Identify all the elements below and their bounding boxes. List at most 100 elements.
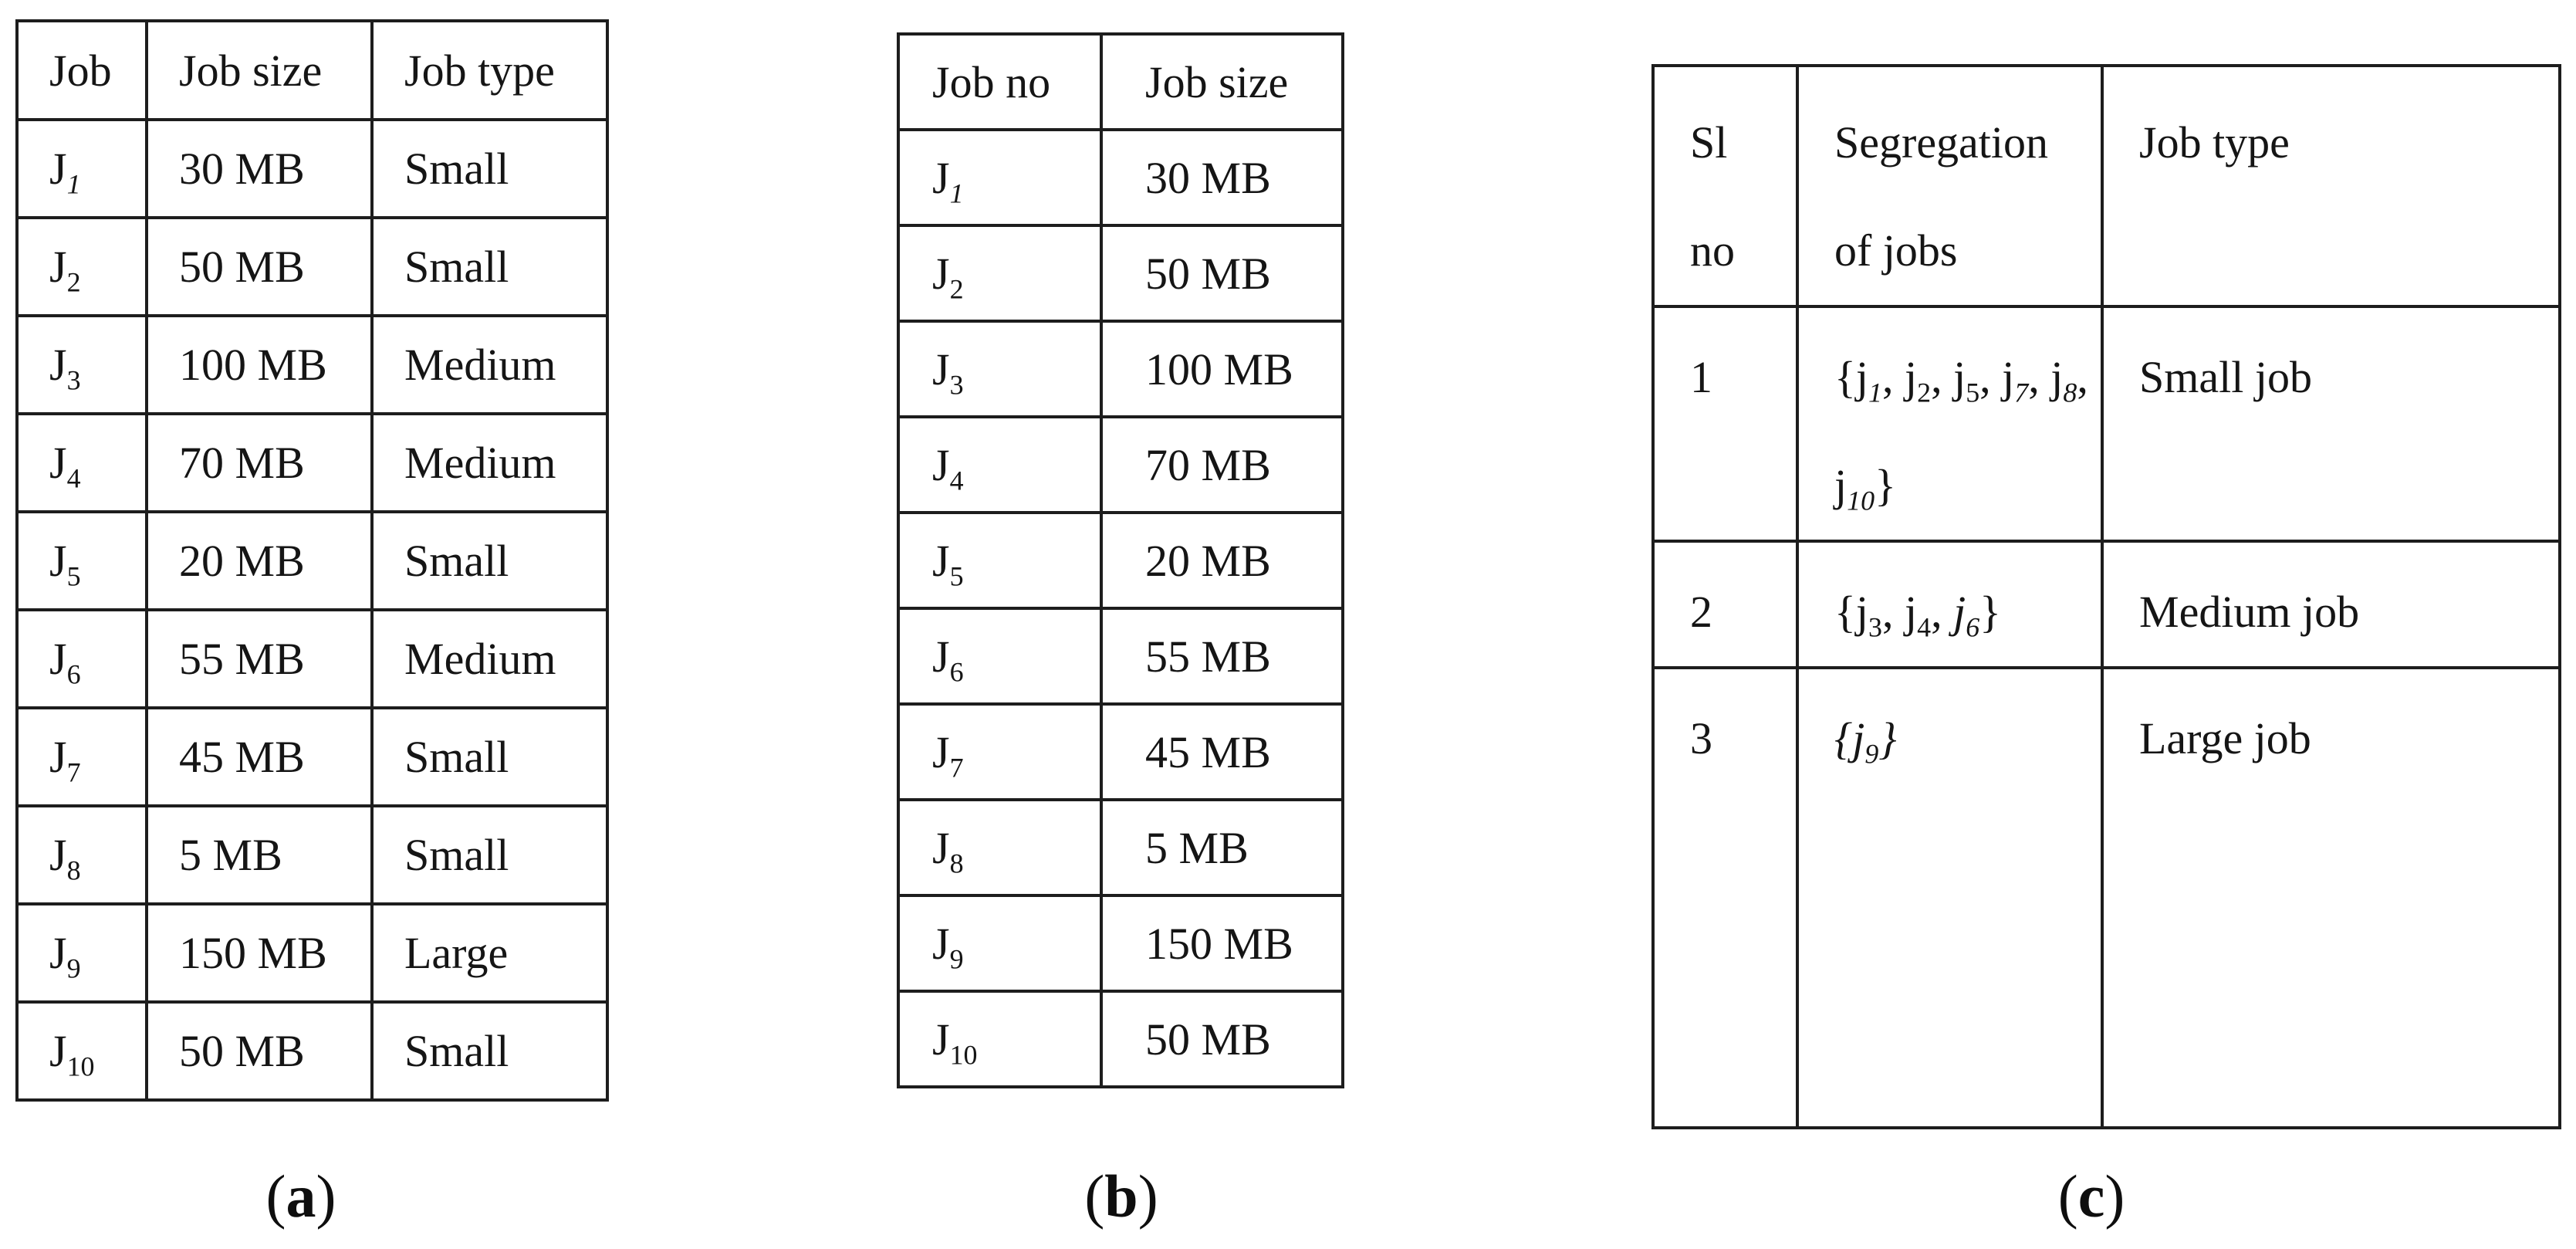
job-token-subscript: 4 <box>1917 611 1932 643</box>
table-b-row: J5 20 MB <box>897 511 1344 610</box>
job-token: j <box>2002 352 2015 402</box>
job-size-cell: 100 MB <box>145 314 374 415</box>
job-token-subscript: 9 <box>1864 738 1879 770</box>
brace-open: { <box>1834 713 1853 763</box>
job-type-cell: Large <box>370 902 609 1004</box>
job-id-subscript: 6 <box>66 658 81 690</box>
separator: , <box>2028 352 2051 402</box>
job-id-base: J <box>49 732 67 782</box>
separator: , <box>1931 352 1954 402</box>
table-b-row: J4 70 MB <box>897 415 1344 514</box>
table-b: Job no Job size J1 30 MB J2 50 MB J3 100… <box>897 32 1344 1088</box>
table-b-row: J8 5 MB <box>897 798 1344 897</box>
job-id-cell: J2 <box>15 216 148 317</box>
job-size-cell: 70 MB <box>145 412 374 513</box>
job-id-cell: J10 <box>897 990 1103 1088</box>
table-a-header-size: Job size <box>145 19 374 121</box>
job-token: j <box>1953 587 1966 637</box>
job-token-subscript: 6 <box>1966 611 1980 643</box>
separator: , <box>1979 352 2003 402</box>
table-c-row: 3 {j9} Large job <box>1651 666 2561 1129</box>
job-id-cell: J3 <box>15 314 148 415</box>
job-type-cell: Small job <box>2101 305 2561 543</box>
separator: , <box>1931 587 1954 637</box>
table-c-header-jobtype: Job type <box>2101 64 2561 308</box>
job-id-subscript: 7 <box>66 757 81 788</box>
job-size-cell: 20 MB <box>1100 511 1344 610</box>
header-line: Segregation <box>1834 117 2049 168</box>
table-a-row: J10 50 MB Small <box>15 1000 609 1102</box>
job-size-cell: 50 MB <box>145 1000 374 1102</box>
caption-paren-open: ( <box>2057 1163 2078 1230</box>
job-size-cell: 5 MB <box>145 804 374 905</box>
job-size-cell: 30 MB <box>1100 128 1344 227</box>
table-c-header-row: Sl no Segregation of jobs Job type <box>1651 64 2561 308</box>
table-c: Sl no Segregation of jobs Job type 1 { j1… <box>1651 64 2561 1129</box>
table-c-header-slno: Sl no <box>1651 64 1799 308</box>
caption-paren-close: ) <box>1138 1163 1158 1230</box>
table-a: Job Job size Job type J1 30 MB Small J2 … <box>15 19 609 1102</box>
job-id-base: J <box>49 438 67 488</box>
job-set-cell: {j9} <box>1796 666 2104 1129</box>
job-token: j <box>1834 460 1847 510</box>
job-size-cell: 30 MB <box>145 118 374 219</box>
caption-b: (b) <box>998 1162 1245 1231</box>
caption-paren-open: ( <box>265 1163 286 1230</box>
job-id-subscript: 9 <box>66 953 81 984</box>
job-type-cell: Medium <box>370 314 609 415</box>
job-token: j <box>1855 587 1868 637</box>
table-a-row: J5 20 MB Small <box>15 510 609 611</box>
table-a-header-row: Job Job size Job type <box>15 19 609 121</box>
job-id-subscript: 4 <box>66 462 81 494</box>
table-b-header-row: Job no Job size <box>897 32 1344 131</box>
job-id-base: J <box>932 918 950 969</box>
job-token: j <box>2050 352 2064 402</box>
job-id-base: J <box>932 1014 950 1065</box>
sl-no-cell: 1 <box>1651 305 1799 543</box>
caption-letter: b <box>1104 1163 1138 1230</box>
table-a-row: J9 150 MB Large <box>15 902 609 1004</box>
job-size-cell: 150 MB <box>1100 894 1344 993</box>
job-token-italic: j6 <box>1953 587 1979 641</box>
job-id-base: J <box>49 242 67 292</box>
job-id-subscript: 2 <box>66 266 81 298</box>
job-id-cell: J1 <box>897 128 1103 227</box>
job-size-cell: 45 MB <box>1100 702 1344 801</box>
job-type-cell: Small <box>370 118 609 219</box>
job-id-subscript: 1 <box>66 168 81 200</box>
job-id-subscript: 2 <box>949 273 964 305</box>
job-size-cell: 50 MB <box>1100 990 1344 1088</box>
job-id-subscript: 5 <box>66 560 81 592</box>
job-token: j <box>1855 352 1868 402</box>
job-id-cell: J10 <box>15 1000 148 1102</box>
separator: , <box>1881 352 1905 402</box>
job-size-cell: 50 MB <box>1100 224 1344 323</box>
job-set-line-2: j10} <box>1834 432 2094 538</box>
job-id-cell: J9 <box>897 894 1103 993</box>
job-id-subscript: 10 <box>949 1039 978 1071</box>
job-type-cell: Small <box>370 216 609 317</box>
job-id-cell: J1 <box>15 118 148 219</box>
job-id-subscript: 1 <box>949 178 964 209</box>
job-id-base: J <box>932 535 950 586</box>
job-id-base: J <box>932 439 950 490</box>
table-b-header-jobno: Job no <box>897 32 1103 131</box>
brace-open: { <box>1834 587 1856 637</box>
table-b-row: J2 50 MB <box>897 224 1344 323</box>
separator: , <box>2077 352 2088 402</box>
job-id-cell: J7 <box>15 706 148 807</box>
sl-no-cell: 2 <box>1651 540 1799 669</box>
job-id-base: J <box>49 536 67 586</box>
job-size-cell: 55 MB <box>1100 607 1344 706</box>
job-id-cell: J5 <box>15 510 148 611</box>
job-token-subscript: 8 <box>2063 377 2077 408</box>
caption-paren-close: ) <box>316 1163 336 1230</box>
job-id-base: J <box>49 144 67 194</box>
job-id-cell: J6 <box>15 608 148 709</box>
job-id-subscript: 3 <box>949 369 964 401</box>
job-type-cell: Small <box>370 804 609 905</box>
job-token-subscript: 7 <box>2014 377 2029 408</box>
job-id-subscript: 6 <box>949 656 964 688</box>
table-b-row: J6 55 MB <box>897 607 1344 706</box>
job-type-cell: Small <box>370 1000 609 1102</box>
